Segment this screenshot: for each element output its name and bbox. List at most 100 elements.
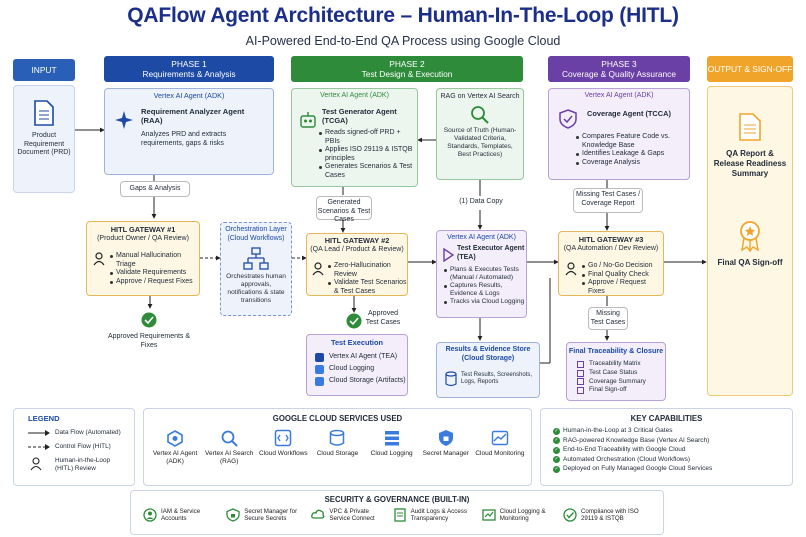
hitl2-item: Zero-Hallucination Review [327, 262, 407, 279]
tcga-item: Generates Scenarios & Test Cases [318, 163, 416, 180]
person-icon [565, 262, 577, 280]
tcca-name: Coverage Agent (TCCA) [587, 109, 671, 118]
raa-box: Vertex AI Agent (ADK) Requirement Analyz… [104, 88, 274, 175]
check-icon: ✓ [553, 437, 560, 445]
gcs-item-label: Cloud Monitoring [475, 450, 525, 457]
check-icon: ✓ [553, 446, 560, 454]
person-icon [312, 262, 324, 280]
header-input: INPUT [13, 59, 75, 81]
tea-item: Captures Results, Evidence & Logs [443, 282, 527, 298]
lock-icon [226, 508, 240, 522]
rag-title: RAG on Vertex AI Search [440, 93, 520, 100]
award-icon [740, 221, 760, 253]
security-panel: SECURITY & GOVERNANCE (BUILT-IN) IAM & S… [130, 490, 664, 535]
gcs-item-cloud-logging: Cloud Logging [367, 429, 417, 466]
vertex-ai-icon [315, 353, 324, 362]
hitl3-item: Go / No-Go Decision [581, 262, 663, 271]
tcca-vertex-label: Vertex AI Agent (ADK) [584, 92, 654, 99]
tcca-box: Vertex AI Agent (ADK) Coverage Agent (TC… [548, 88, 690, 180]
security-item-label: IAM & Service Accounts [161, 508, 201, 523]
orchestration-box: Orchestration Layer (Cloud Workflows) Or… [220, 222, 292, 316]
hitl3-sub: (QA Automation / Dev Review) [563, 244, 659, 252]
hitl3-item: Approve / Request Fixes [581, 279, 663, 296]
raa-vertex-label: Vertex AI Agent (ADK) [153, 91, 225, 100]
diagram-title: QAFlow Agent Architecture – Human-In-The… [127, 4, 679, 27]
legend-item: Data Flow (Automated) [55, 429, 121, 436]
checklist-icon [577, 387, 584, 395]
final-traceability-box: Final Traceability & Closure Traceabilit… [566, 342, 666, 401]
results-title: Results & Evidence Store (Cloud Storage) [445, 346, 531, 362]
logging-icon [482, 509, 496, 521]
gcs-item-cloud-monitoring: Cloud Monitoring [475, 429, 525, 466]
hitl3-title: HITL GATEWAY #3 [578, 235, 644, 244]
final-trace-item: Traceability Matrix [589, 360, 641, 367]
results-box: Results & Evidence Store (Cloud Storage)… [436, 342, 540, 398]
cloud-logging-icon [384, 431, 399, 446]
compliance-icon [563, 508, 577, 522]
capability-item: ✓Deployed on Fully Managed Google Cloud … [553, 465, 712, 473]
final-trace-item: Coverage Summary [589, 377, 646, 385]
capability-item: ✓End-to-End Traceability with Google Clo… [553, 446, 712, 454]
tea-box: Vertex AI Agent (ADK) Test Executor Agen… [436, 230, 527, 318]
check-icon: ✓ [553, 465, 560, 473]
security-item: VPC & Private Service Connect [311, 508, 389, 522]
checklist-icon [577, 369, 584, 377]
hitl1-box: HITL GATEWAY #1 (Product Owner / QA Revi… [86, 221, 200, 296]
gcs-title: GOOGLE CLOUD SERVICES USED [272, 414, 403, 423]
dashed-arrow-icon [28, 444, 50, 450]
security-item: Audit Logs & Access Transparency [393, 508, 479, 522]
cloud-monitoring-icon [491, 430, 509, 446]
hitl1-item: Validate Requirements [109, 269, 199, 278]
capability-label: End-to-End Traceability with Google Clou… [563, 446, 686, 454]
final-trace-item: Test Case Status [589, 368, 638, 376]
security-item-label: Audit Logs & Access Transparency [410, 508, 467, 523]
security-item-label: VPC & Private Service Connect [329, 508, 375, 523]
capability-label: RAG-powered Knowledge Base (Vertex AI Se… [563, 436, 710, 444]
tcga-vertex-label: Vertex AI Agent (ADK) [320, 92, 389, 99]
gcs-item-label: Vertex AI Search (RAG) [204, 450, 254, 465]
check-icon: ✓ [553, 427, 560, 435]
raa-name: Requirement Analyzer Agent (RAA) [141, 107, 245, 125]
test-exec-item: Vertex AI Agent (TEA) [329, 353, 398, 361]
hitl1-title: HITL GATEWAY #1 [110, 225, 176, 234]
security-title: SECURITY & GOVERNANCE (BUILT-IN) [324, 495, 470, 504]
capability-item: ✓RAG-powered Knowledge Base (Vertex AI S… [553, 437, 712, 445]
check-icon [141, 312, 157, 333]
gcs-item-label: Cloud Storage [316, 450, 359, 457]
diagram-subtitle: AI-Powered End-to-End QA Process using G… [245, 34, 561, 48]
security-item-label: Cloud Logging & Monitoring [499, 508, 546, 523]
header-output: OUTPUT & SIGN-OFF [707, 56, 793, 82]
audit-icon [393, 508, 406, 522]
cloud-logging-icon [315, 365, 324, 374]
test-exec-item: Cloud Logging [329, 365, 375, 373]
gcs-item-label: Cloud Logging [370, 450, 413, 457]
approved-test-cases-label: Approved Test Cases [365, 310, 401, 326]
gcs-item-label: Cloud Workflows [259, 450, 308, 457]
tcca-item: Identifies Leakage & Gaps [575, 150, 687, 159]
tcga-name: Test Generator Agent (TCGA) [322, 107, 397, 125]
iam-icon [143, 508, 157, 522]
gaps-analysis-label: Gaps & Analysis [120, 181, 190, 197]
cloud-storage-icon [330, 429, 345, 446]
gcs-panel: GOOGLE CLOUD SERVICES USED Vertex AI Age… [143, 408, 532, 486]
final-signoff-label: Final QA Sign-off [717, 258, 783, 268]
capability-item: ✓Automated Orchestration (Cloud Workflow… [553, 456, 712, 464]
data-copy-label: (1) Data Copy [459, 198, 503, 205]
legend-item: Control Flow (HITL) [55, 443, 111, 450]
sparkle-icon [115, 111, 133, 133]
tea-item: Tracks via Cloud Logging [443, 298, 527, 306]
security-item: Cloud Logging & Monitoring [482, 508, 560, 522]
security-item-label: Compliance with ISO 29119 & ISTQB [580, 508, 639, 523]
legend-title: LEGEND [28, 414, 60, 423]
hitl1-item: Manual Hallucination Triage [109, 252, 199, 269]
gcs-item-label: Secret Manager [422, 450, 469, 457]
generated-scenarios-label: Generated Scenarios & Test Cases [316, 196, 372, 223]
checklist-icon [577, 360, 584, 368]
hitl1-item: Approve / Request Fixes [109, 278, 199, 287]
checklist-icon [577, 378, 584, 386]
capability-label: Human-in-the-Loop at 3 Critical Gates [563, 427, 673, 434]
vpc-icon [311, 509, 325, 519]
rag-desc: Source of Truth (Human-Validated Criteri… [443, 126, 517, 158]
